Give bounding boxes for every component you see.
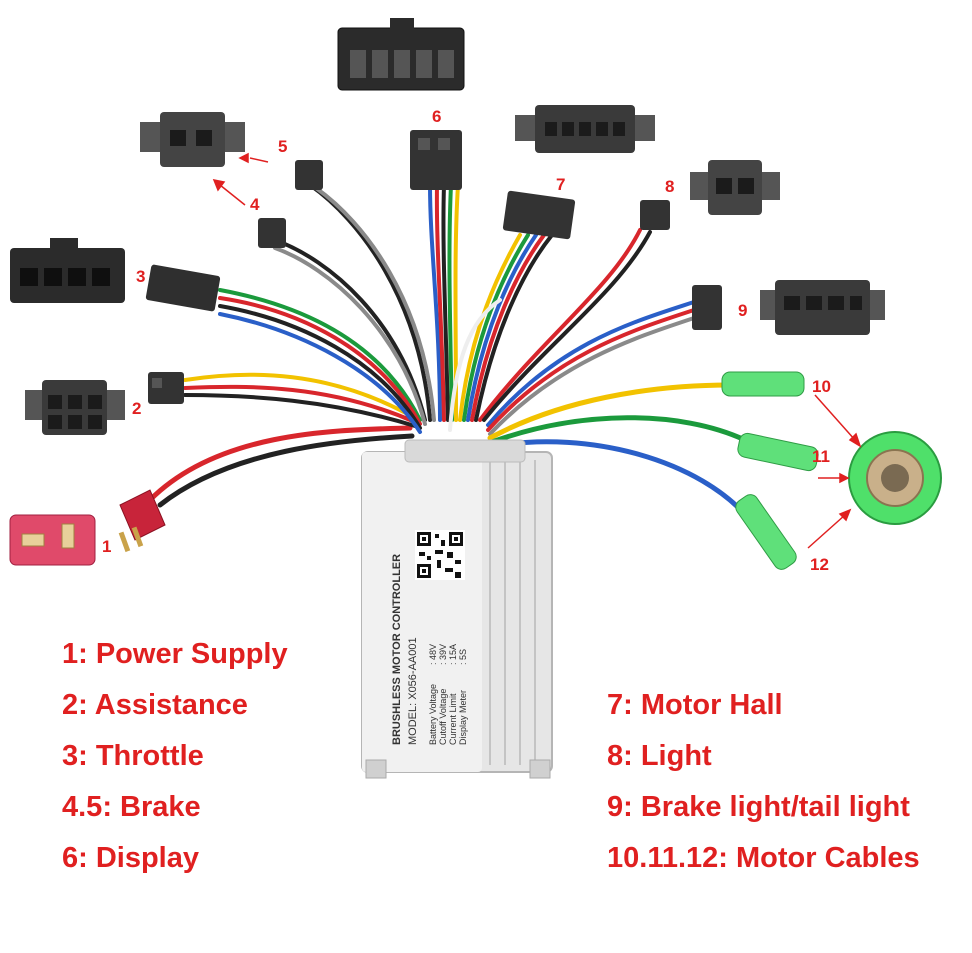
callout-3: 3 [136, 267, 145, 286]
callout-4: 4 [250, 195, 260, 214]
connector-3-throttle [145, 264, 221, 312]
legend-item-light: 8: Light [607, 740, 712, 772]
callout-10: 10 [812, 377, 831, 396]
callout-arrows [212, 152, 862, 549]
connector-face-2 [25, 380, 125, 435]
connector-7-motor-hall [502, 190, 576, 240]
heatsink-fins [489, 460, 536, 765]
terminal-12 [735, 494, 797, 570]
legend-item-brake-light: 9: Brake light/tail light [607, 791, 910, 823]
legend-item-assistance: 2: Assistance [62, 689, 248, 721]
connector-face-3 [10, 238, 125, 303]
callout-1: 1 [102, 537, 111, 556]
spec-value: : 15A [448, 644, 458, 665]
callout-12: 12 [810, 555, 829, 574]
legend-item-motor-cables: 10.11.12: Motor Cables [607, 842, 920, 874]
legend-item-throttle: 3: Throttle [62, 740, 204, 772]
connector-9-brake-light [692, 285, 722, 330]
spec-label: Display Meter [458, 690, 468, 745]
connector-5-brake [295, 160, 323, 190]
terminal-10 [721, 371, 805, 397]
qr-code-icon [415, 530, 465, 580]
motor-terminal-face [848, 431, 942, 525]
connector-6-display [410, 130, 462, 190]
spec-label: Cutoff Voltage [438, 689, 448, 745]
connector-face-brake-light [760, 280, 885, 335]
legend-item-power-supply: 1: Power Supply [62, 638, 288, 670]
callout-2: 2 [132, 399, 141, 418]
callout-7: 7 [556, 175, 565, 194]
legend-item-motor-hall: 7: Motor Hall [607, 689, 783, 721]
callout-11: 11 [812, 447, 830, 466]
terminal-11 [737, 432, 819, 472]
spec-value: : 39V [438, 644, 448, 665]
controller-title: BRUSHLESS MOTOR CONTROLLER [391, 554, 403, 745]
spec-label: Battery Voltage [428, 684, 438, 745]
callout-8: 8 [665, 177, 674, 196]
connector-face-brake [140, 112, 245, 167]
connector-face-motor-hall [515, 105, 655, 153]
legend-item-display: 6: Display [62, 842, 199, 874]
spec-value: : 48V [428, 644, 438, 665]
connector-face-display [337, 18, 465, 91]
motor-controller: BRUSHLESS MOTOR CONTROLLER MODEL: X056-A… [361, 439, 553, 779]
controller-model: MODEL: X056-AA001 [407, 637, 419, 745]
connector-2-assistance [148, 372, 184, 404]
connector-1-t-plug [118, 489, 166, 553]
spec-label: Current Limit [448, 693, 458, 745]
legend-item-brake: 4.5: Brake [62, 791, 201, 823]
power-plug-face [9, 514, 96, 566]
wire-bundle [147, 183, 753, 523]
callout-9: 9 [738, 301, 747, 320]
spec-value: : 5S [458, 649, 468, 665]
connector-8-light [640, 200, 670, 230]
connector-4-brake [258, 218, 286, 248]
callout-6: 6 [432, 107, 441, 126]
callout-5: 5 [278, 137, 287, 156]
connector-face-light [690, 160, 780, 215]
